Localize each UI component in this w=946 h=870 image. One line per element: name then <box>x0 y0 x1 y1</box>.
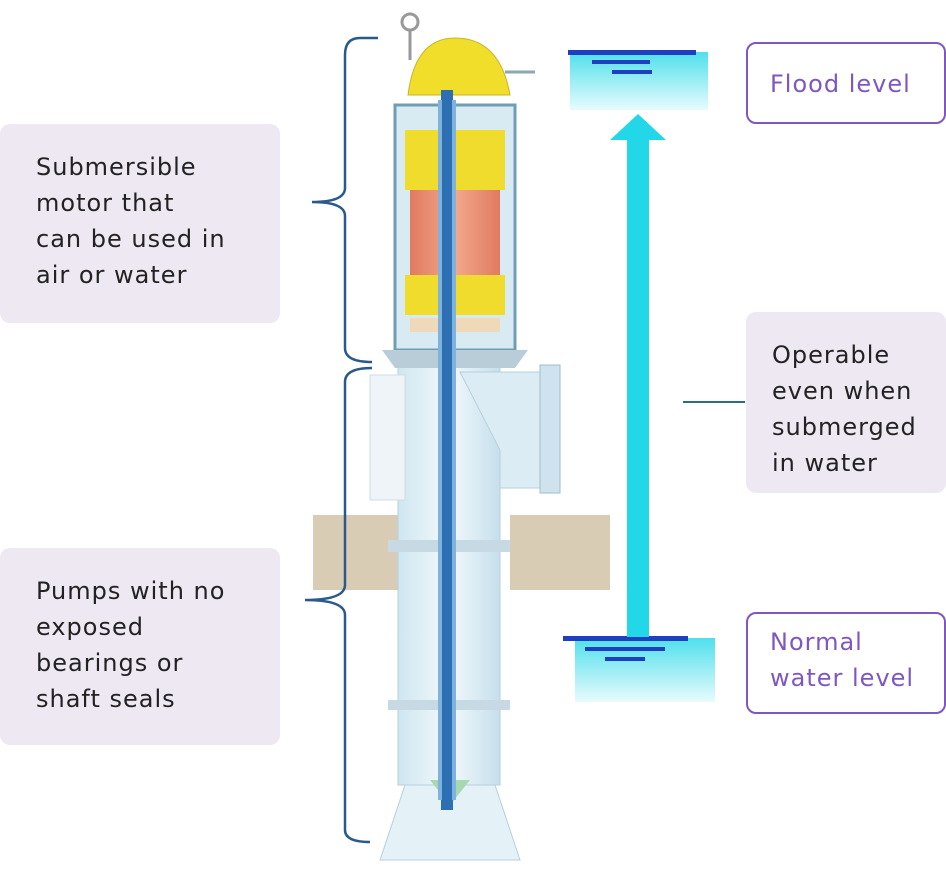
rise-arrow <box>610 114 666 637</box>
submersible-motor <box>382 12 535 368</box>
normal-level-text: Normal water level <box>770 628 915 692</box>
motor-bracket <box>311 36 378 364</box>
normal-level-box: Normal water level <box>746 612 946 714</box>
flood-level-text: Flood level <box>770 70 911 98</box>
pump-label: Pumps with no exposed bearings or shaft … <box>0 548 280 745</box>
pump-label-text: Pumps with no exposed bearings or shaft … <box>36 577 226 713</box>
pump-shaft <box>438 90 456 810</box>
floor-slab-right <box>510 515 610 590</box>
normal-water <box>563 636 715 702</box>
flood-water <box>568 50 708 110</box>
pump-column <box>369 364 561 861</box>
motor-label-text: Submersible motor that can be used in ai… <box>36 153 226 289</box>
motor-label: Submersible motor that can be used in ai… <box>0 124 280 323</box>
flood-level-box: Flood level <box>746 42 946 124</box>
floor-slab-left <box>313 515 398 590</box>
operable-label-text: Operable even when submerged in water <box>772 341 917 477</box>
operable-label: Operable even when submerged in water <box>746 312 946 493</box>
pump-bracket <box>304 366 373 844</box>
